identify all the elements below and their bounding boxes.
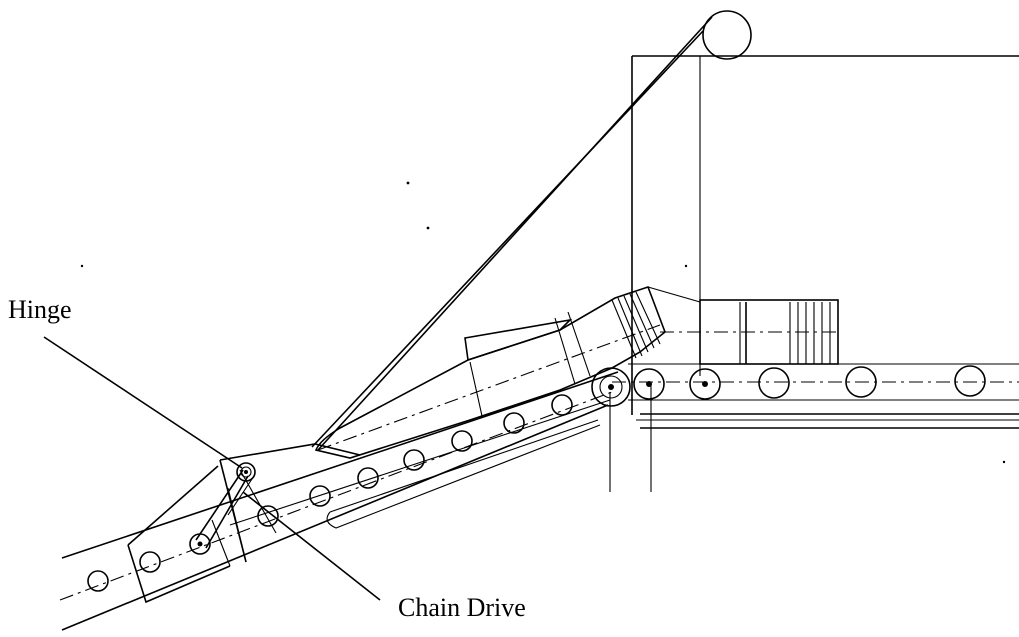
roller <box>758 367 790 399</box>
roller <box>257 505 279 527</box>
horizontal-load <box>660 299 840 365</box>
chain-drive-label: Chain Drive <box>398 593 526 622</box>
roller <box>551 394 573 416</box>
hoist-cable <box>311 16 713 451</box>
roller <box>189 533 211 555</box>
roller <box>689 368 721 400</box>
loading-bay-frame <box>609 55 1019 492</box>
roller <box>309 485 331 507</box>
chain-drive-leader-line <box>242 491 381 601</box>
horizontal-conveyor <box>612 363 1019 401</box>
roller <box>139 551 161 573</box>
roller <box>357 467 379 489</box>
roller <box>503 412 525 434</box>
roller <box>451 430 473 452</box>
hinge-label: Hinge <box>8 295 72 324</box>
roller <box>845 366 877 398</box>
hinge-pivot <box>236 462 256 482</box>
hinge-leader-line <box>43 336 243 469</box>
inclined-conveyor <box>59 371 619 631</box>
roller <box>954 365 986 397</box>
inclined-load <box>314 285 701 459</box>
roller <box>633 368 665 400</box>
roller <box>87 570 109 592</box>
roller <box>403 449 425 471</box>
overhead-pulley <box>702 10 752 60</box>
